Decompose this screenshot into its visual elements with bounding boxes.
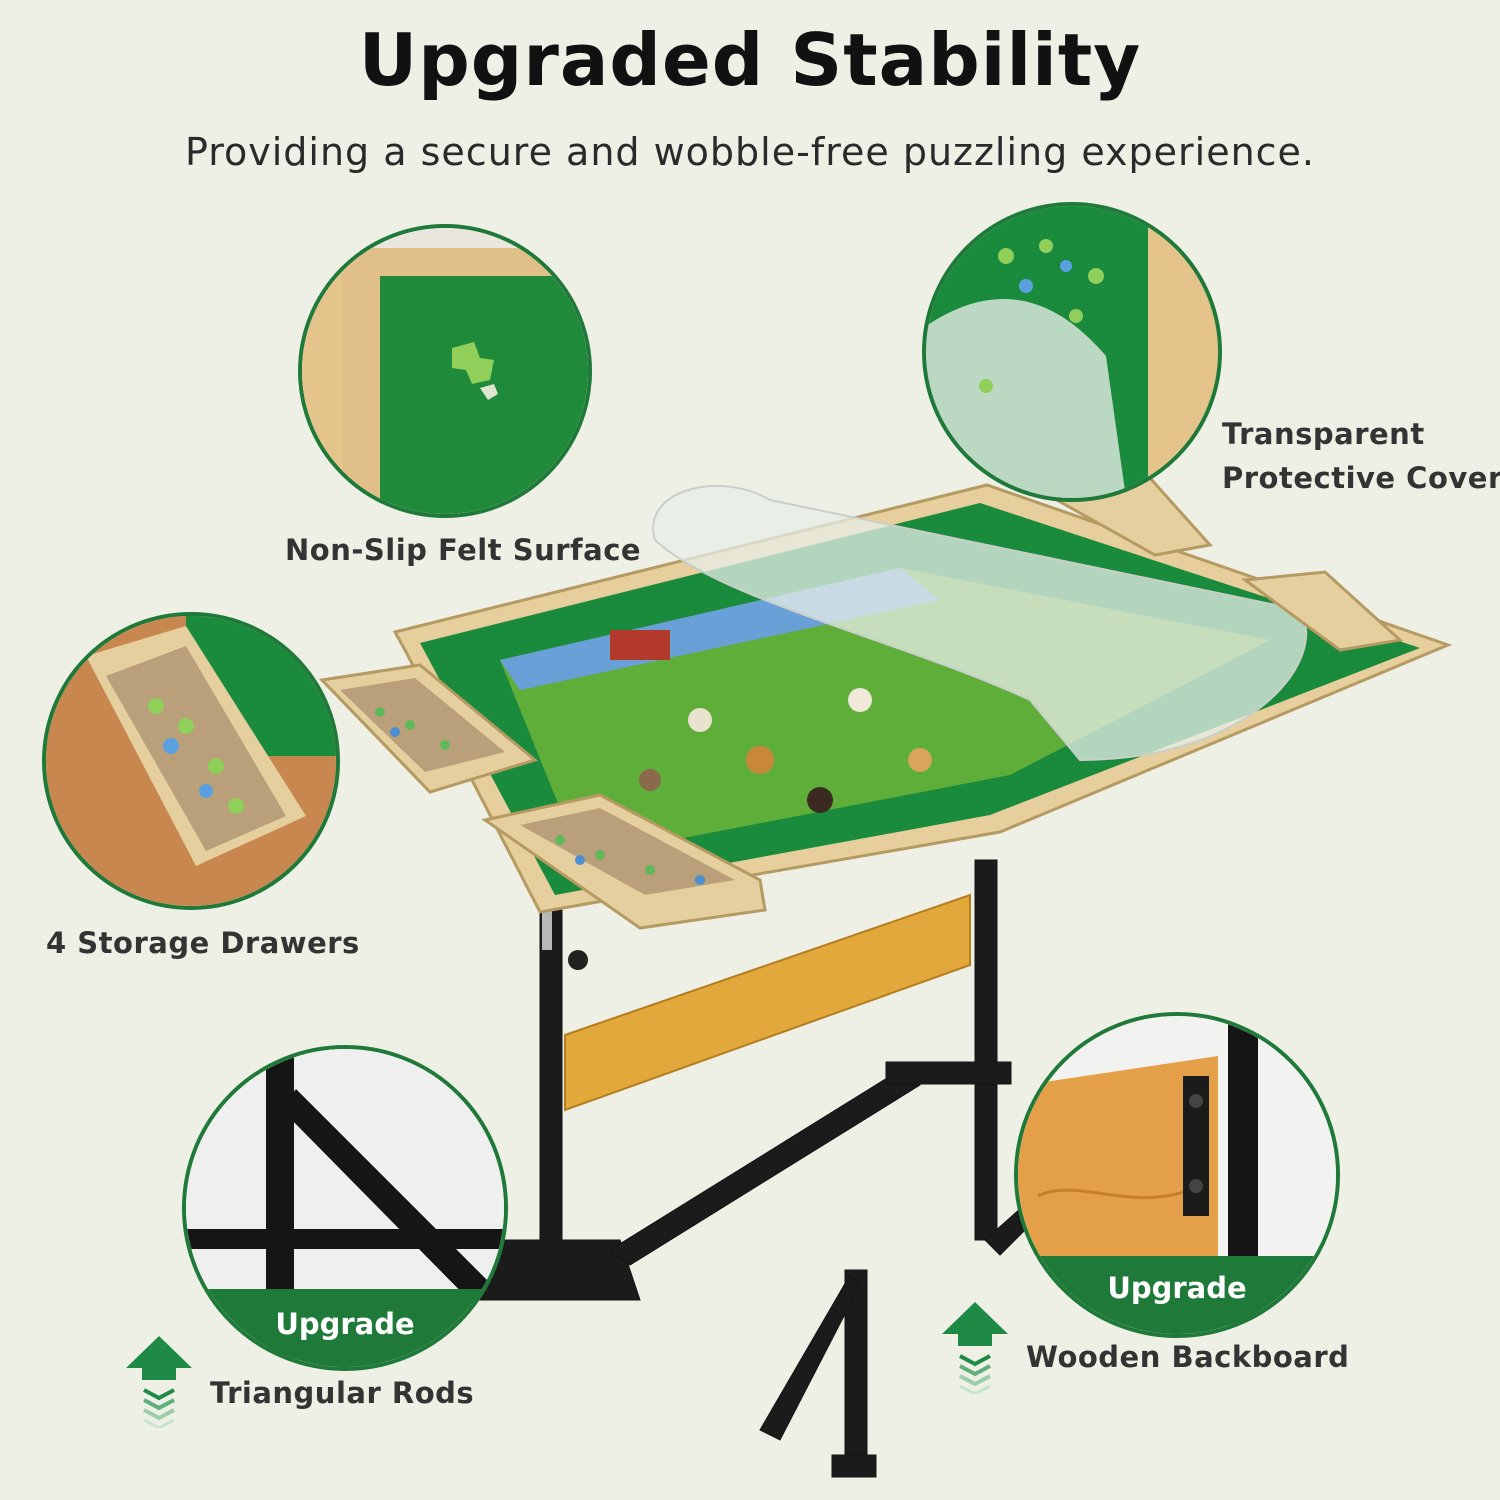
backboard-label: Wooden Backboard: [1026, 1340, 1350, 1374]
rods-upgrade-badge: Upgrade: [275, 1307, 414, 1341]
felt-detail-circle: [298, 224, 592, 518]
page-subtitle: Providing a secure and wobble-free puzzl…: [184, 130, 1316, 174]
wooden-backboard: [564, 893, 971, 1112]
page-title: Upgraded Stability: [358, 18, 1142, 102]
table-stand: [479, 799, 1041, 1478]
backboard-detail-circle: Upgrade: [1014, 1012, 1340, 1338]
cover-label-line1: Transparent: [1222, 417, 1425, 451]
rods-detail-circle: Upgrade: [182, 1045, 508, 1371]
cover-detail-circle: [922, 202, 1222, 502]
backboard-upgrade-badge: Upgrade: [1107, 1271, 1246, 1305]
backboard-upgrade-arrow-icon: [942, 1302, 1008, 1394]
rods-upgrade-arrow-icon: [126, 1336, 192, 1428]
rods-label: Triangular Rods: [210, 1376, 475, 1410]
drawers-detail-circle: [42, 612, 340, 910]
protective-cover: [652, 485, 1308, 762]
felt-surface-label: Non-Slip Felt Surface: [285, 533, 642, 567]
cover-label-line2: Protective Cover: [1222, 461, 1500, 495]
puzzle-table-illustration: [318, 476, 1453, 1478]
drawers-label: 4 Storage Drawers: [46, 926, 360, 960]
